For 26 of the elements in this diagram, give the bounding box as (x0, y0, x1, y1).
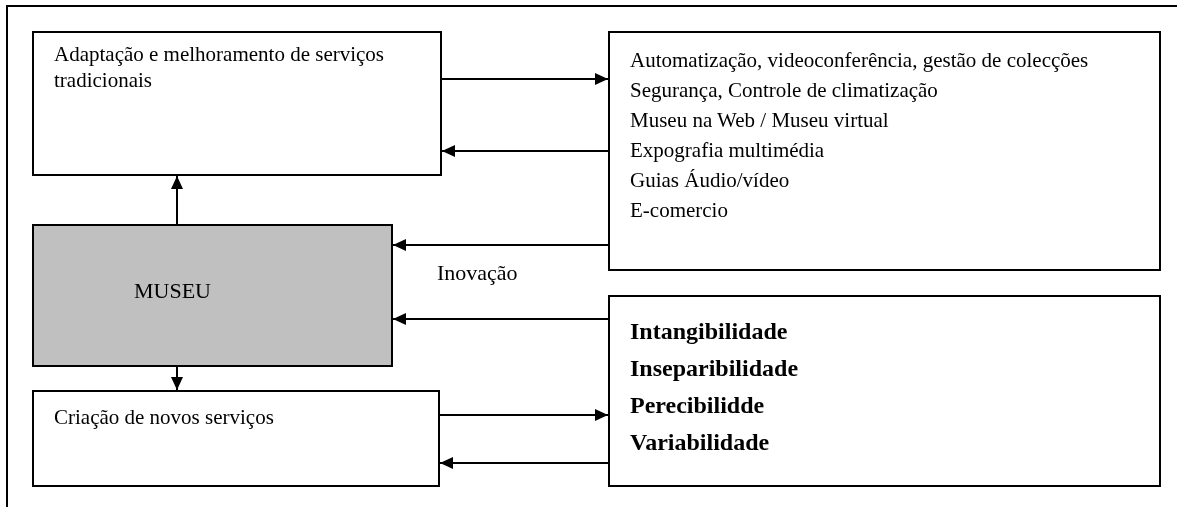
list-box (608, 31, 1161, 271)
box-text: Automatização, videoconferência, gestão de colecções (630, 47, 1090, 74)
arrow (441, 145, 609, 157)
box-text: Inseparibilidade (630, 354, 800, 383)
arrow (171, 175, 183, 225)
arrow (392, 313, 609, 325)
box-text: Guias Áudio/vídeo (630, 167, 791, 194)
arrow (171, 366, 183, 391)
box-text: Perecibilidde (630, 391, 766, 420)
arrow (439, 409, 609, 421)
museum-box (32, 224, 393, 367)
box-text: MUSEU (134, 278, 212, 304)
arrow (441, 73, 609, 85)
process-box (32, 390, 440, 487)
box-text: Expografia multimédia (630, 137, 826, 164)
box-text: Segurança, Controle de climatização (630, 77, 939, 104)
box-text: Museu na Web / Museu virtual (630, 107, 890, 134)
box-text: Adaptação e melhoramento de serviços tradicionais (54, 41, 386, 93)
arrow (439, 457, 609, 469)
arrow (392, 239, 609, 251)
box-text: Variabilidade (630, 428, 771, 457)
characteristics-box (608, 295, 1161, 487)
box-text: Intangibilidade (630, 317, 789, 346)
process-box (32, 31, 442, 176)
box-text: Criação de novos serviços (54, 404, 275, 430)
box-text: E-comercio (630, 197, 729, 224)
